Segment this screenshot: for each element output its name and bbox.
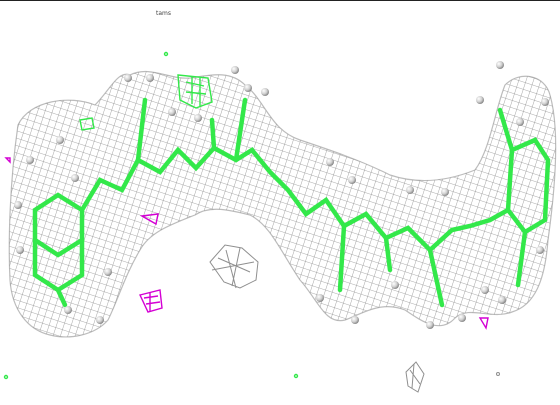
positive-density-blobs — [3, 51, 299, 380]
viewer-label: tams — [156, 10, 171, 17]
hydrogen-atoms — [14, 61, 549, 329]
density-mesh — [8, 70, 557, 338]
stray-density-fragments — [209, 244, 500, 393]
molecule-bonds — [32, 97, 551, 308]
negative-density-blobs — [4, 157, 489, 330]
top-border — [0, 0, 560, 1]
